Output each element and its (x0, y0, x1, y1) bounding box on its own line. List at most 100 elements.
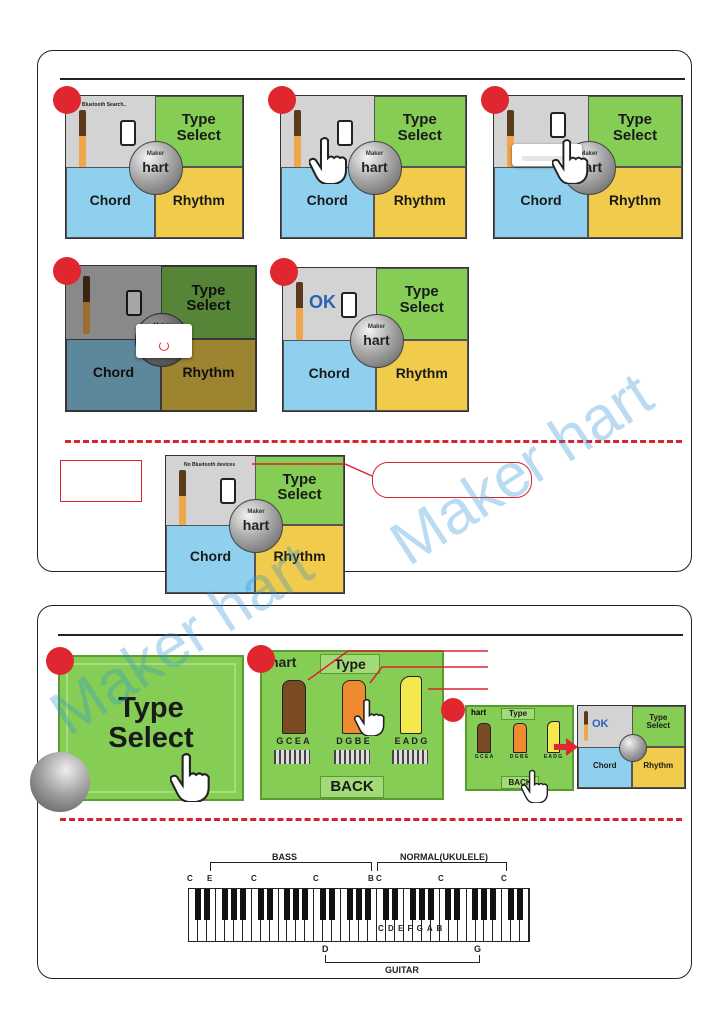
black-key[interactable] (409, 889, 416, 920)
type-select-zoom[interactable]: Type Select (30, 655, 244, 812)
ok-status: OK (592, 718, 609, 730)
inner-note-labels: C D E F G A B (378, 924, 444, 933)
note-box (60, 460, 142, 502)
guitar-icon (79, 110, 86, 168)
white-key[interactable] (493, 889, 503, 941)
logo-corner: hart (270, 654, 297, 670)
white-key[interactable] (368, 889, 378, 941)
white-key[interactable] (332, 889, 342, 941)
tile-type-select-label: Type Select (397, 111, 442, 144)
step-badge-6 (46, 647, 74, 675)
white-key[interactable] (243, 889, 252, 941)
black-key[interactable] (391, 889, 398, 920)
guitar-icon (507, 110, 514, 168)
tile-type-select[interactable]: Type Select (631, 706, 685, 747)
tuning-ukulele[interactable]: G C E A (276, 736, 310, 746)
note-mark-5: B (368, 874, 374, 883)
black-key[interactable] (364, 889, 371, 920)
black-key[interactable] (221, 889, 228, 920)
logo-icon (618, 734, 647, 762)
note-mark-1: C (187, 874, 193, 883)
guitar-bracket (325, 955, 480, 963)
logo-partial-icon (30, 752, 90, 812)
mini-main-screen: OK Type Select Chord Rhythm (577, 705, 686, 789)
tile-rhythm[interactable]: Rhythm (161, 338, 256, 411)
step-badge-7 (247, 645, 275, 673)
white-key[interactable] (207, 889, 216, 941)
tile-rhythm-label: Rhythm (273, 548, 326, 565)
headstock-bass-icon (400, 676, 422, 734)
screen-tile-guitar (66, 266, 161, 339)
black-key[interactable] (508, 889, 515, 920)
guitar-icon (179, 470, 186, 528)
tile-type-select-label: Type Select (612, 111, 658, 144)
black-key[interactable] (445, 889, 452, 920)
black-key[interactable] (230, 889, 237, 920)
normal-bracket (377, 862, 507, 871)
screen-tile-guitar: OK (578, 706, 632, 747)
tile-chord-label: Chord (520, 191, 562, 208)
black-key[interactable] (454, 889, 461, 920)
hand-pointer-icon (170, 753, 210, 802)
white-key[interactable] (520, 889, 530, 941)
range-label-normal: NORMAL(UKULELE) (400, 852, 488, 862)
step-badge-1 (53, 86, 81, 114)
range-label-bass: BASS (272, 852, 298, 862)
tuning-bass[interactable]: E A D G (394, 736, 428, 746)
black-key[interactable] (347, 889, 354, 920)
black-key[interactable] (257, 889, 264, 920)
piano-keyboard[interactable] (188, 888, 530, 942)
tile-chord-label: Chord (308, 364, 350, 381)
type-select-zoom-label: Type Select (108, 692, 194, 755)
black-key[interactable] (481, 889, 488, 920)
note-mark-7: C (438, 874, 444, 883)
black-key[interactable] (284, 889, 291, 920)
hand-pointer-icon (354, 698, 385, 736)
tile-chord[interactable]: Chord (66, 167, 155, 238)
screen-no-devices: No Bluetooth devices Type Select Chord R… (165, 455, 345, 594)
white-key[interactable] (305, 889, 315, 941)
bt-search-text: Bluetooth Search.. (82, 102, 127, 108)
mini-type-tab: Type (501, 708, 535, 720)
tile-type-select-label: Type Select (399, 283, 444, 317)
note-mark-6: C (376, 874, 382, 883)
mini-tuning-2: D G B E (509, 754, 529, 760)
black-key[interactable] (203, 889, 210, 920)
callout-lines (307, 650, 488, 690)
white-key[interactable] (458, 889, 467, 941)
black-key[interactable] (382, 889, 389, 920)
step-badge-3 (481, 86, 509, 114)
black-key[interactable] (517, 889, 524, 920)
step-badge-8 (441, 698, 465, 722)
phone-icon (220, 478, 236, 504)
black-key[interactable] (329, 889, 336, 920)
back-button[interactable]: BACK (320, 776, 384, 798)
black-key[interactable] (320, 889, 327, 920)
black-key[interactable] (418, 889, 425, 920)
phone-icon (337, 120, 353, 146)
tuning-guitar[interactable]: D G B E (336, 736, 370, 746)
screen-step-1: Bluetooth Search.. Type Select Chord Rhy… (65, 95, 244, 239)
white-key[interactable] (431, 889, 440, 941)
black-key[interactable] (293, 889, 300, 920)
black-key[interactable] (490, 889, 497, 920)
fret-strip-2 (334, 750, 370, 764)
fret-strip-3 (392, 750, 428, 764)
black-key[interactable] (302, 889, 309, 920)
guitar-icon (83, 276, 90, 334)
tile-type-select[interactable]: Type Select (375, 268, 468, 340)
screen-tile-guitar: Bluetooth Search.. (66, 96, 155, 168)
black-key[interactable] (472, 889, 479, 920)
black-key[interactable] (427, 889, 434, 920)
black-key[interactable] (239, 889, 246, 920)
phone-icon (120, 120, 136, 146)
white-key[interactable] (270, 889, 279, 941)
white-key[interactable] (395, 889, 404, 941)
black-key[interactable] (356, 889, 362, 920)
black-key[interactable] (266, 889, 273, 920)
black-key[interactable] (194, 889, 201, 920)
